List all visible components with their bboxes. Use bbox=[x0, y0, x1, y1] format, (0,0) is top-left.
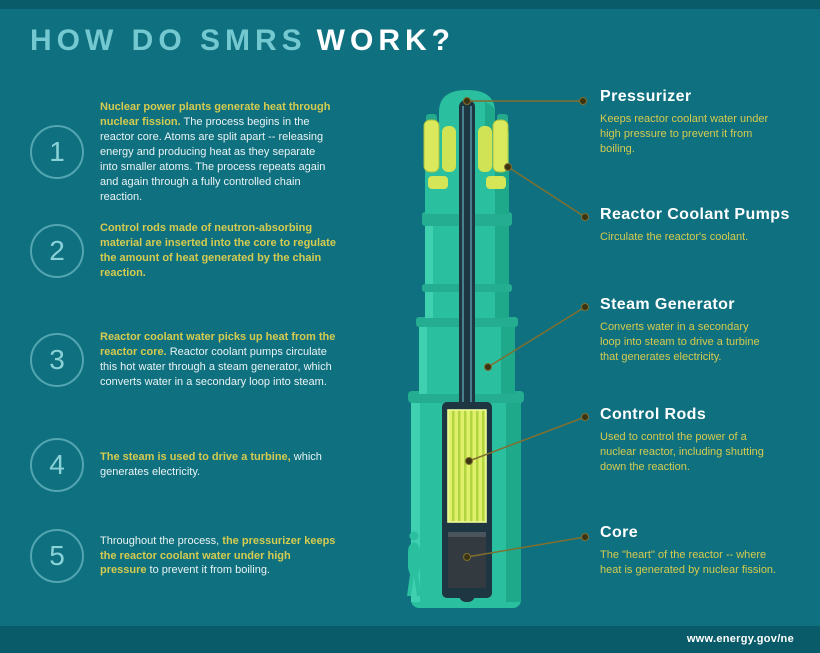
step-1-text: Nuclear power plants generate heat throu… bbox=[100, 101, 331, 203]
page-title: HOW DO SMRS WORK? bbox=[30, 24, 455, 58]
step-3-number-badge: 3 bbox=[30, 332, 84, 387]
callout-reactor-coolant-pumps-title: Reactor Coolant Pumps bbox=[600, 206, 790, 223]
step-4-number-badge: 4 bbox=[30, 438, 84, 492]
step-1-number-badge: 1 bbox=[30, 125, 84, 180]
callout-core: Core The "heart" of the reactor -- where… bbox=[600, 524, 805, 578]
step-5: 5 Throughout the process, the pressurize… bbox=[30, 529, 342, 583]
step-4-text: The steam is used to drive a turbine, wh… bbox=[100, 451, 322, 478]
step-3: 3 Reactor coolant water picks up heat fr… bbox=[30, 330, 342, 390]
step-3-text: Reactor coolant water picks up heat from… bbox=[100, 331, 336, 388]
callout-core-desc: The "heart" of the reactor -- where heat… bbox=[600, 549, 777, 577]
step-2: 2 Control rods made of neutron-absorbing… bbox=[30, 221, 342, 281]
step-2-text: Control rods made of neutron-absorbing m… bbox=[100, 222, 336, 279]
footer-url: www.energy.gov/ne bbox=[686, 633, 794, 645]
callout-core-title: Core bbox=[600, 524, 639, 541]
title-bold: WORK? bbox=[316, 24, 455, 57]
callout-control-rods: Control Rods Used to control the power o… bbox=[600, 406, 805, 476]
top-band bbox=[0, 0, 820, 9]
step-2-number-badge: 2 bbox=[30, 223, 84, 278]
callout-steam-generator-title: Steam Generator bbox=[600, 296, 735, 313]
callout-reactor-coolant-pumps: Reactor Coolant Pumps Circulate the reac… bbox=[600, 206, 805, 245]
callout-pressurizer-title: Pressurizer bbox=[600, 88, 692, 105]
step-1: 1 Nuclear power plants generate heat thr… bbox=[30, 100, 342, 205]
step-4: 4 The steam is used to drive a turbine, … bbox=[30, 438, 342, 492]
callout-steam-generator: Steam Generator Converts water in a seco… bbox=[600, 296, 805, 366]
callout-pressurizer-desc: Keeps reactor coolant water under high p… bbox=[600, 113, 769, 156]
bottom-band bbox=[0, 626, 820, 653]
callout-steam-generator-desc: Converts water in a secondary loop into … bbox=[600, 321, 760, 364]
title-regular: HOW DO SMRS bbox=[30, 24, 307, 57]
step-5-text: Throughout the process, the pressurizer … bbox=[100, 534, 336, 577]
callout-control-rods-desc: Used to control the power of a nuclear r… bbox=[600, 431, 764, 474]
callout-reactor-coolant-pumps-desc: Circulate the reactor's coolant. bbox=[600, 231, 749, 243]
step-5-number-badge: 5 bbox=[30, 529, 84, 583]
reactor-illustration bbox=[407, 90, 524, 608]
callout-control-rods-title: Control Rods bbox=[600, 406, 707, 423]
callout-pressurizer: Pressurizer Keeps reactor coolant water … bbox=[600, 88, 805, 158]
person-silhouette bbox=[407, 531, 421, 596]
